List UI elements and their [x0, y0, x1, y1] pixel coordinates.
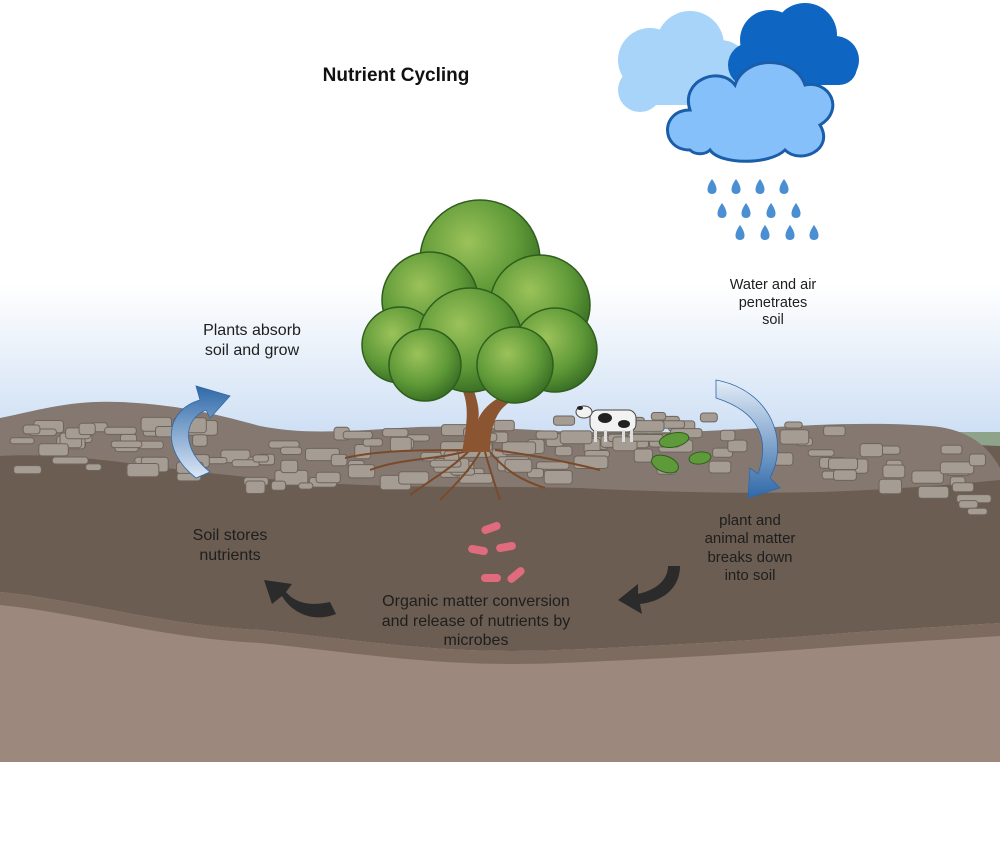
- label-organic-conversion: Organic matter conversion and release of…: [381, 593, 571, 650]
- rock-stone: [38, 443, 69, 457]
- rock-stone: [535, 430, 559, 440]
- rock-stone: [9, 437, 35, 445]
- rock-stone: [543, 470, 573, 485]
- rock-stone: [13, 465, 42, 475]
- rock-stone: [712, 447, 733, 458]
- label-water-air: Water and air penetrates soil: [729, 277, 817, 329]
- rock-stone: [573, 455, 609, 469]
- raindrops: [707, 179, 819, 240]
- rock-stone: [85, 463, 102, 471]
- tree-roots: [344, 449, 601, 501]
- raindrop-icon: [707, 179, 717, 194]
- rock-stone: [833, 469, 857, 481]
- rock-stone: [362, 438, 383, 447]
- rock-stone: [270, 480, 287, 491]
- subsoil-band: [0, 592, 1000, 664]
- rock-stone: [51, 456, 89, 465]
- rock-stone: [917, 485, 950, 499]
- rock-stone: [708, 460, 732, 474]
- rock-stone: [784, 421, 803, 429]
- microbe-icon: [507, 567, 525, 583]
- rock-stone: [727, 439, 748, 453]
- rock-stone: [559, 430, 593, 445]
- rock-stone: [630, 434, 664, 442]
- rock-stone: [22, 424, 41, 435]
- rock-stone: [126, 463, 160, 478]
- cloud-front: [666, 61, 835, 163]
- rock-stone: [535, 461, 570, 470]
- raindrop-icon: [735, 225, 745, 240]
- microbe-icon: [481, 521, 501, 535]
- raindrop-icon: [717, 203, 727, 218]
- label-plants-absorb: Plants absorb soil and grow: [203, 322, 301, 359]
- microbes-icon: [468, 521, 525, 583]
- rock-stone: [192, 434, 208, 447]
- dark-arrow-decomposition: [618, 566, 680, 614]
- raindrop-icon: [766, 203, 776, 218]
- rock-stone: [699, 412, 718, 423]
- rock-stone: [940, 444, 963, 455]
- rock-stone: [245, 480, 266, 494]
- blue-arrow-down: [715, 379, 781, 499]
- rock-stone: [330, 453, 348, 467]
- microbe-icon: [496, 541, 516, 553]
- rock-stone: [104, 426, 137, 435]
- rock-stone: [859, 443, 883, 458]
- rock-stone: [315, 471, 341, 484]
- rock-stone: [298, 482, 314, 490]
- rock-stone: [110, 440, 143, 449]
- raindrop-icon: [755, 179, 765, 194]
- dark-arrow-to-storage: [264, 580, 336, 618]
- raindrop-icon: [785, 225, 795, 240]
- tree-canopy: [361, 199, 598, 404]
- rain-cloud-group: [618, 3, 859, 240]
- rock-stone: [828, 457, 859, 471]
- label-matter-breaks-down: plant and animal matter breaks down into…: [704, 512, 796, 584]
- rock-stone: [880, 445, 901, 455]
- rock-stone: [779, 429, 810, 445]
- rock-stone: [807, 449, 835, 457]
- rock-stone: [650, 412, 667, 421]
- fallen-leaves-icon: [651, 431, 712, 474]
- rock-stone: [280, 459, 299, 474]
- tree-icon: [344, 199, 601, 501]
- rock-stone: [878, 478, 902, 495]
- rock-stone: [882, 464, 906, 479]
- rock-stone: [78, 422, 96, 436]
- raindrop-icon: [731, 179, 741, 194]
- rock-stone: [280, 446, 303, 456]
- rock-stone: [389, 436, 412, 453]
- rock-stone: [252, 454, 269, 463]
- raindrop-icon: [779, 179, 789, 194]
- rock-stone: [354, 444, 372, 460]
- rock-stone: [398, 471, 430, 485]
- rock-stone: [719, 429, 736, 442]
- diagram-title: Nutrient Cycling: [322, 65, 470, 86]
- rock-stone: [823, 425, 846, 437]
- rock-stone: [968, 453, 987, 467]
- rock-stone: [951, 482, 975, 493]
- raindrop-icon: [741, 203, 751, 218]
- raindrop-icon: [809, 225, 819, 240]
- microbe-icon: [468, 544, 488, 556]
- rock-stone: [493, 419, 515, 432]
- rock-stone: [911, 470, 944, 484]
- rock-stone: [553, 415, 576, 426]
- rock-stone: [554, 445, 573, 457]
- rock-stone: [633, 448, 654, 463]
- rock-stone: [342, 430, 373, 440]
- rock-stone: [504, 458, 533, 473]
- rock-stone: [347, 464, 376, 479]
- raindrop-icon: [791, 203, 801, 218]
- raindrop-icon: [760, 225, 770, 240]
- blue-arrow-up: [170, 385, 231, 479]
- rock-stone: [382, 428, 409, 438]
- rock-stone: [958, 500, 979, 509]
- cow-icon: [575, 405, 637, 442]
- label-soil-stores: Soil stores nutrients: [192, 527, 268, 564]
- rock-stone: [939, 461, 975, 475]
- rock-stone: [967, 507, 988, 516]
- microbe-icon: [481, 574, 501, 582]
